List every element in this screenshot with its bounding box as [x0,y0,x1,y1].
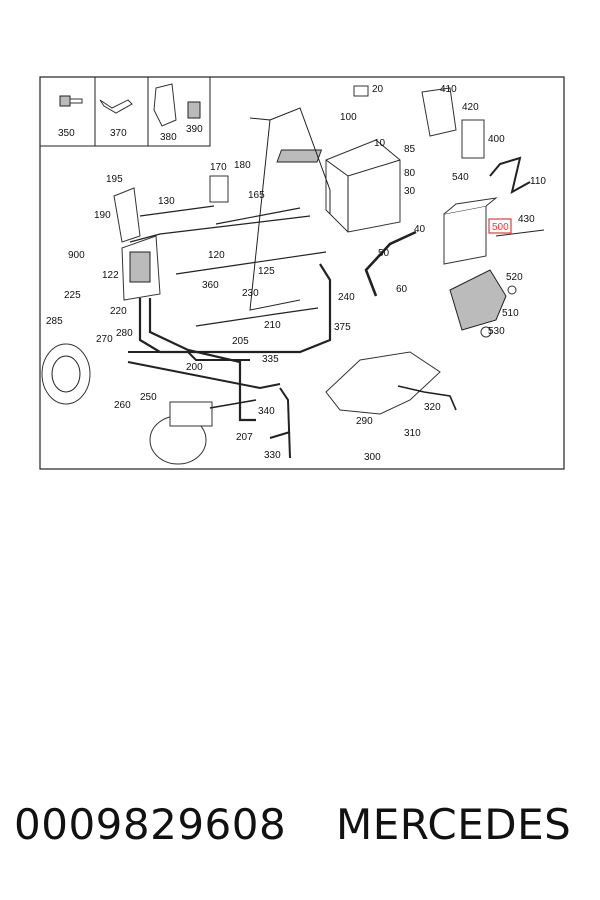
callout-label: 280 [116,328,133,339]
callout-label: 290 [356,416,373,427]
callout-label: 195 [106,174,123,185]
callout-label: 250 [140,392,157,403]
callout-label: 300 [364,452,381,463]
part-number: 0009829608 [14,800,287,849]
callout-label: 30 [404,186,416,197]
callout-label: 400 [488,134,505,145]
callout-labels: 350 370 380 390 20 100 10 410 420 400 85… [46,84,546,463]
callout-label: 330 [264,450,281,461]
callout-label: 420 [462,102,479,113]
callout-label: 270 [96,334,113,345]
callout-label: 50 [378,248,390,259]
highlighted-callout-label: 500 [492,222,509,233]
callout-label: 40 [414,224,426,235]
callout-label: 110 [530,176,546,187]
callout-label: 170 [210,162,227,173]
callout-label: 510 [502,308,519,319]
callout-label: 205 [232,336,249,347]
sensor-icon [209,175,229,203]
battery-icon [276,139,401,233]
callout-label: 260 [114,400,131,411]
callout-label: 320 [424,402,441,413]
callout-label: 360 [202,280,219,291]
callout-label: 225 [64,290,81,301]
callout-label: 122 [102,270,119,281]
callout-label: 207 [236,432,253,443]
callout-label: 430 [518,214,535,225]
callout-label: 20 [372,84,384,95]
callout-label: 520 [506,272,523,283]
brand-name: MERCEDES [336,800,572,849]
wiring-harness [127,107,545,459]
module-icon [421,87,485,159]
callout-label: 100 [340,112,357,123]
callout-label: 85 [404,144,416,155]
callout-label: 125 [258,266,275,277]
callout-label: 165 [248,190,265,201]
caption: 0009829608 MERCEDES [0,800,600,860]
callout-label: 285 [46,316,63,327]
bracket-icon [99,99,133,114]
callout-label: 240 [338,292,355,303]
bolt-icon [59,95,83,107]
callout-label: 380 [160,132,177,143]
callout-label: 390 [186,124,203,135]
callout-label: 120 [208,250,225,261]
alternator-icon [41,343,91,405]
callout-label: 230 [242,288,259,299]
mount-icon [449,269,517,338]
holder-icon [153,83,201,127]
parts-diagram: 350 370 380 390 20 100 10 410 420 400 85… [39,76,565,470]
callout-label: 340 [258,406,275,417]
callout-label: 130 [158,196,175,207]
callout-label: 370 [110,128,127,139]
callout-label: 410 [440,84,457,95]
callout-label: 200 [186,362,203,373]
callout-label: 350 [58,128,75,139]
junction-module-icon [121,235,161,301]
callout-label: 220 [110,306,127,317]
callout-label: 375 [334,322,351,333]
engine-block-icon [325,351,441,415]
callout-label: 540 [452,172,469,183]
callout-label: 180 [234,160,251,171]
callout-label: 10 [374,138,386,149]
highlight-box [488,218,512,234]
callout-label: 80 [404,168,416,179]
callout-label: 900 [68,250,85,261]
clip-icon [113,187,141,243]
callout-label: 530 [488,326,505,337]
callout-label: 335 [262,354,279,365]
starter-icon [149,401,213,465]
callout-label: 310 [404,428,421,439]
plate-icon [353,85,369,97]
fuse-box-icon [443,197,498,265]
callout-label: 60 [396,284,408,295]
callout-label: 210 [264,320,281,331]
callout-label: 190 [94,210,111,221]
inset-box [40,77,211,147]
